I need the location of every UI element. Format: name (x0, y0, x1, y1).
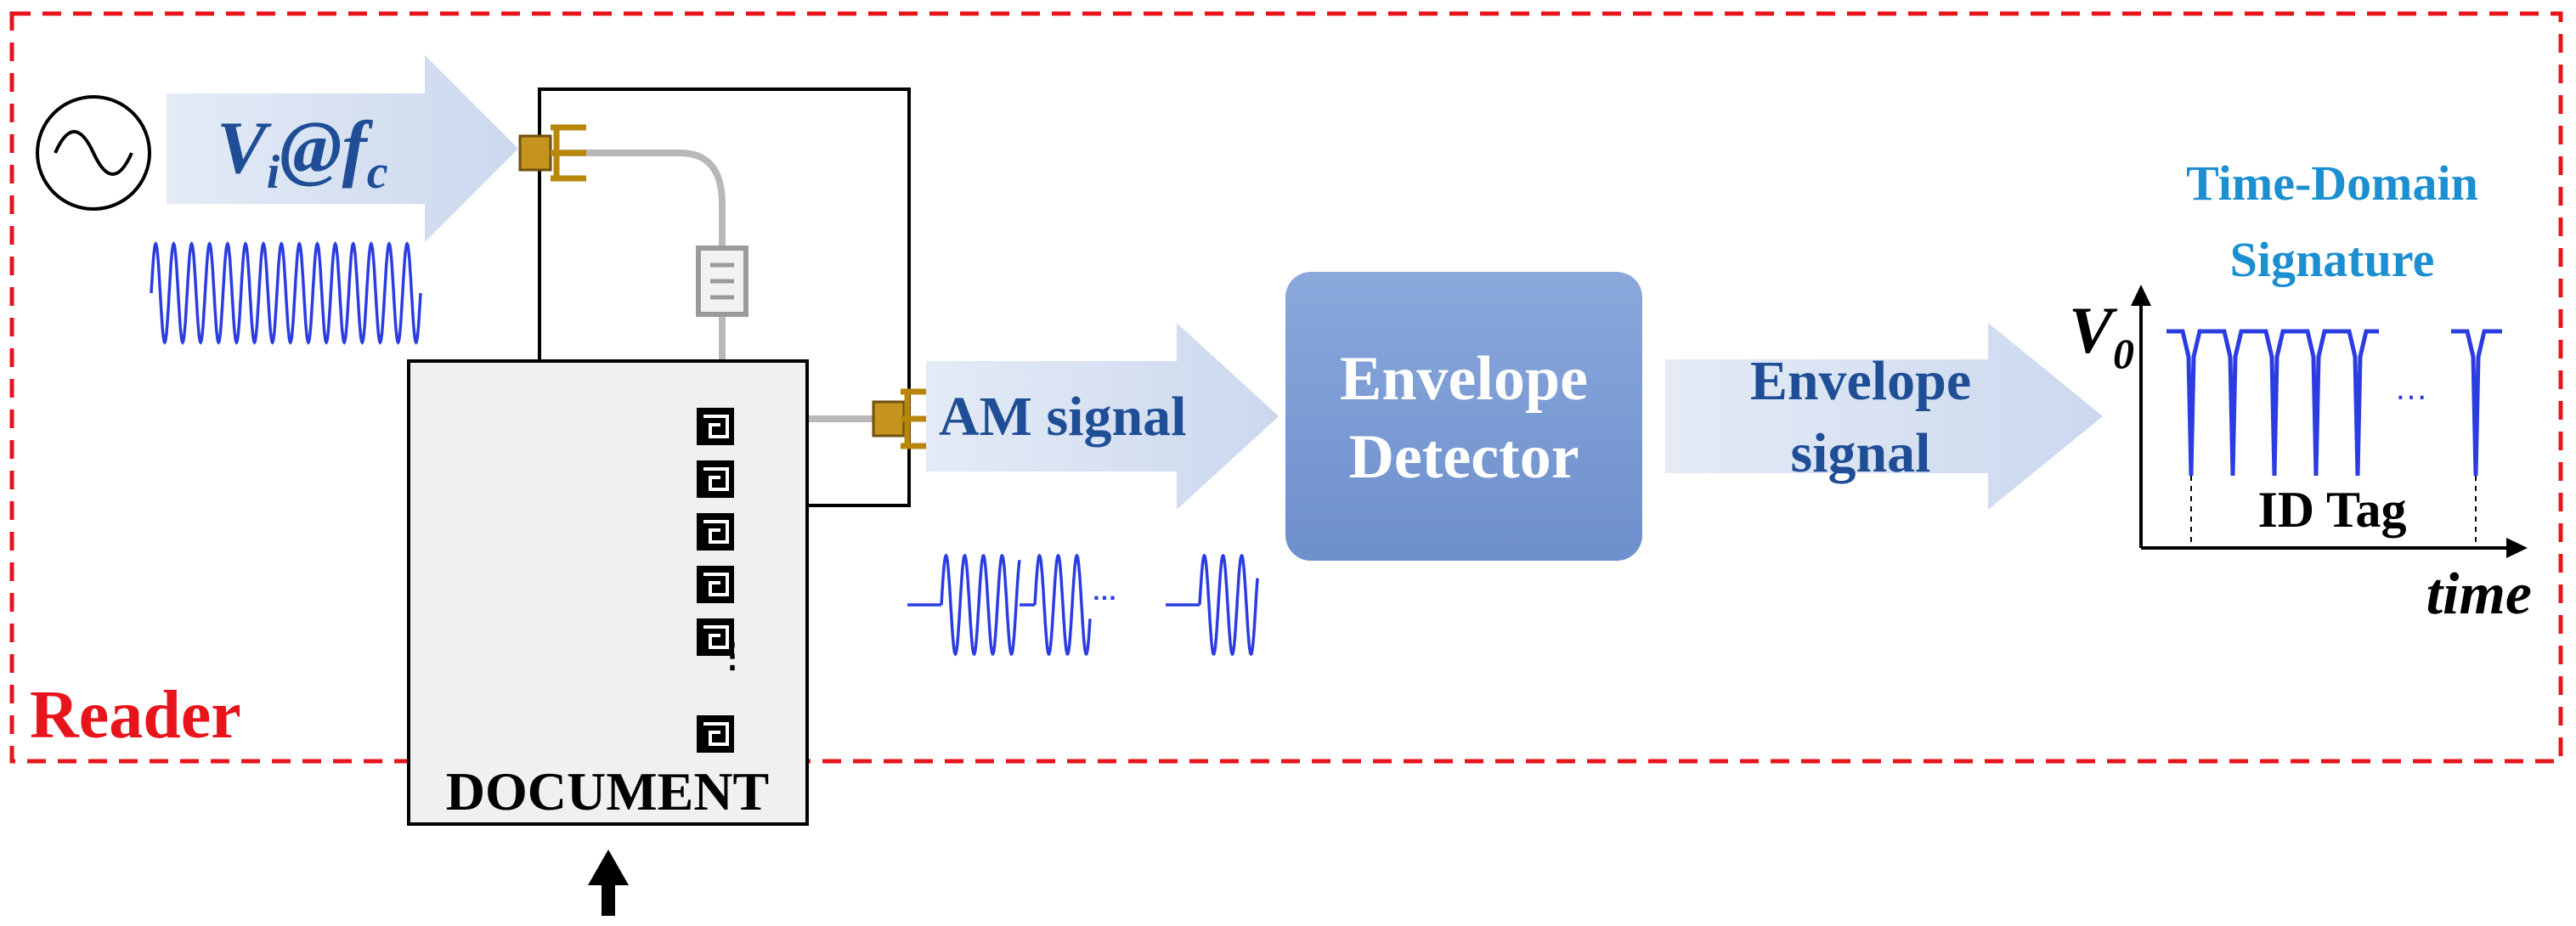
input-voltage-label: Vi@fc (217, 107, 388, 199)
transmission-line (561, 150, 726, 365)
envelope-signal-arrow (1665, 323, 2103, 510)
sma-connector-icon (518, 124, 586, 182)
resonator-ellipsis: ⋮ (715, 637, 749, 675)
signature-title-line2: Signature (2230, 232, 2435, 287)
envelope-detector-box (1285, 272, 1642, 561)
resonator-square (697, 618, 734, 656)
am-waveform-ellipsis: … (1092, 578, 1117, 606)
resonator-square (697, 513, 734, 551)
id-tag-label: ID Tag (2257, 482, 2406, 538)
ac-source-icon (36, 95, 151, 211)
resonator-square (697, 408, 734, 445)
signature-waveform (2166, 329, 2502, 477)
envelope-detector-line2: Detector (1348, 422, 1579, 492)
resonator-icon (696, 246, 749, 317)
envelope-signal-line1: Envelope (1750, 350, 1971, 412)
x-axis-arrowhead (2506, 538, 2528, 558)
am-waveform (907, 553, 1259, 657)
chipless-tag-resonators: ⋮ (697, 408, 749, 753)
signature-title-line1: Time-Domain (2186, 155, 2478, 211)
resonator-square (697, 460, 734, 498)
envelope-signal-line2: signal (1790, 422, 1930, 484)
envelope-detector-line1: Envelope (1340, 344, 1588, 414)
y-axis-label: V0 (2069, 293, 2134, 377)
document-box (407, 359, 809, 826)
document-label: DOCUMENT (446, 761, 769, 822)
am-signal-label: AM signal (939, 386, 1187, 448)
resonator-square (697, 715, 734, 753)
input-arrow (167, 55, 518, 242)
reader-boundary (9, 11, 2563, 764)
x-axis-label: time (2426, 562, 2532, 627)
input-sine-wave (150, 240, 422, 346)
signature-ellipsis: … (2394, 370, 2428, 407)
y-axis-arrowhead (2131, 285, 2151, 306)
resonator-square (697, 566, 734, 603)
output-connector-icon (872, 388, 935, 449)
arrow-up-icon (588, 850, 629, 916)
reader-label: Reader (30, 678, 241, 753)
am-signal-arrow (926, 323, 1279, 510)
